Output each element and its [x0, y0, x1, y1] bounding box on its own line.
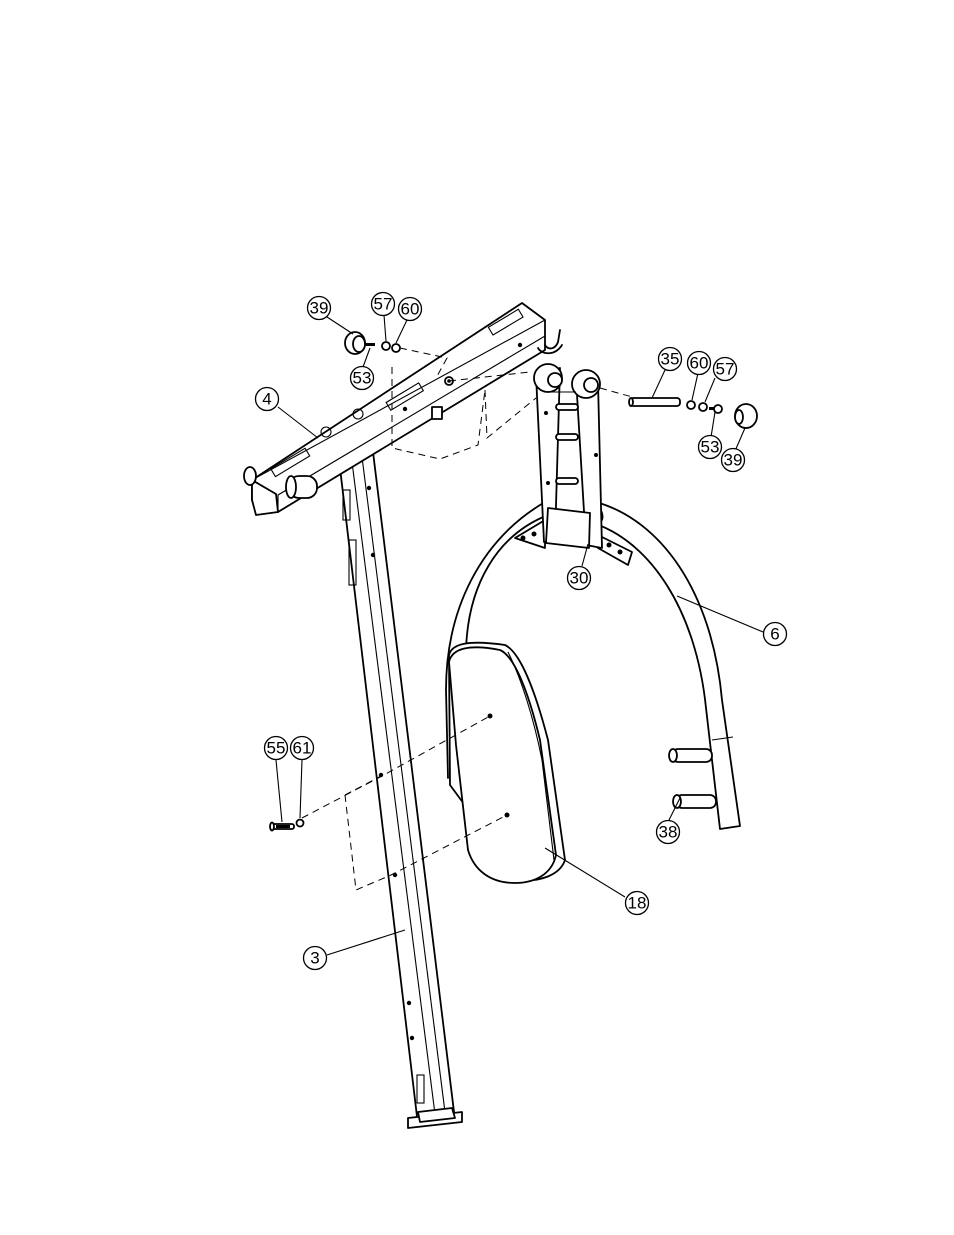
callout-57a: 57 [372, 293, 395, 316]
svg-text:35: 35 [661, 350, 680, 369]
callout-60a: 60 [399, 298, 422, 321]
back-pad [449, 643, 565, 883]
callout-35: 35 [659, 348, 682, 371]
hardware-right [629, 398, 757, 428]
svg-text:38: 38 [659, 823, 678, 842]
svg-text:61: 61 [293, 739, 312, 758]
svg-text:53: 53 [353, 369, 372, 388]
callout-6: 6 [764, 623, 787, 646]
callout-38: 38 [657, 821, 680, 844]
roller-pins [669, 749, 716, 808]
svg-text:30: 30 [570, 569, 589, 588]
callout-61: 61 [291, 737, 314, 760]
callout-53b: 53 [699, 436, 722, 459]
svg-text:3: 3 [310, 949, 319, 968]
cross-bar [244, 303, 562, 515]
svg-text:39: 39 [724, 451, 743, 470]
callout-4: 4 [256, 388, 279, 411]
hardware-left [345, 332, 400, 354]
svg-text:39: 39 [310, 299, 329, 318]
callout-60b: 60 [688, 352, 711, 375]
pivot-bracket [534, 364, 602, 548]
callout-57b: 57 [714, 358, 737, 381]
callout-30: 30 [568, 567, 591, 590]
callout-53a: 53 [351, 367, 374, 390]
callout-18: 18 [626, 892, 649, 915]
svg-text:4: 4 [262, 390, 271, 409]
hardware-pad-bolt [270, 820, 304, 831]
callout-39a: 39 [308, 297, 331, 320]
svg-text:60: 60 [401, 300, 420, 319]
svg-text:18: 18 [628, 894, 647, 913]
callout-39b: 39 [722, 449, 745, 472]
upright-post [340, 439, 462, 1128]
svg-text:57: 57 [374, 295, 393, 314]
callout-55: 55 [265, 737, 288, 760]
svg-text:55: 55 [267, 739, 286, 758]
svg-text:57: 57 [716, 360, 735, 379]
svg-text:60: 60 [690, 354, 709, 373]
svg-text:53: 53 [701, 438, 720, 457]
svg-text:6: 6 [770, 625, 779, 644]
callout-3: 3 [304, 947, 327, 970]
